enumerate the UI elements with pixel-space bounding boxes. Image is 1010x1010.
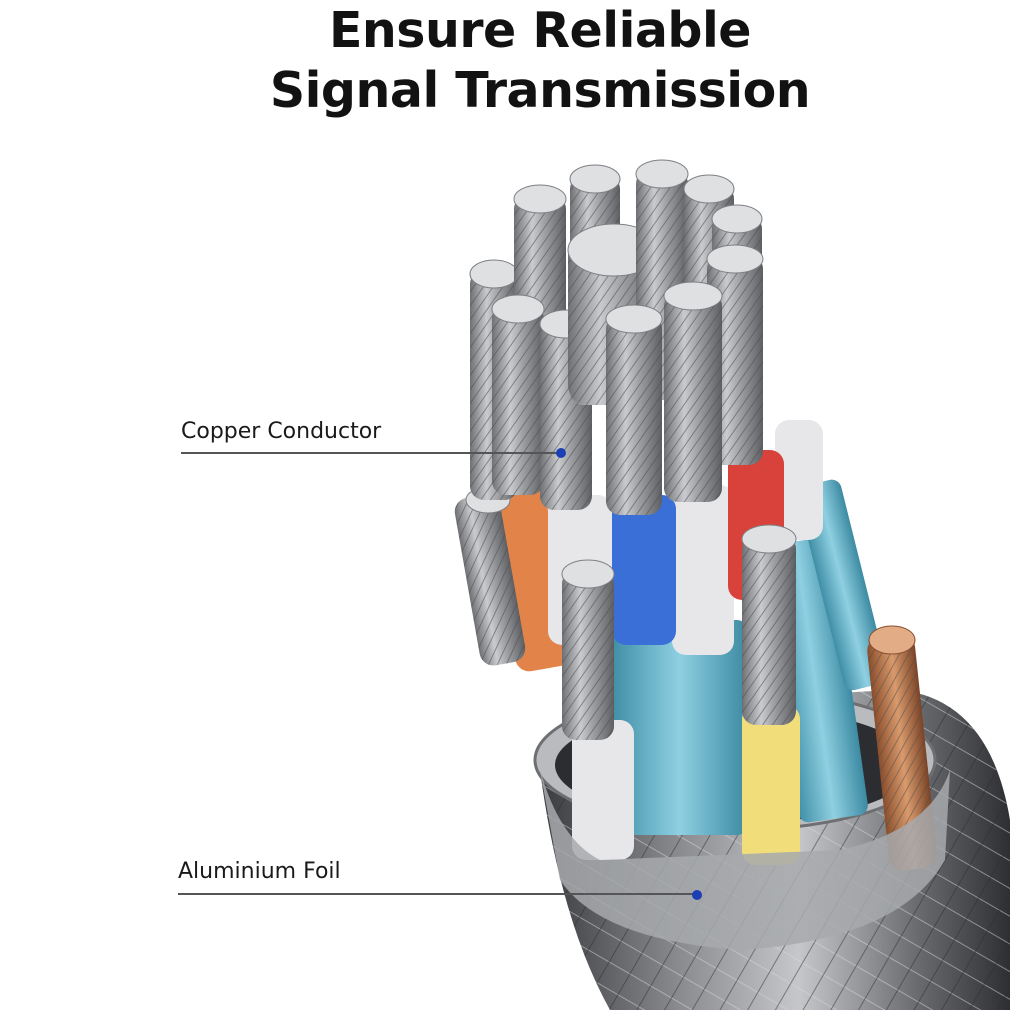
callout-line-copper-conductor [181,452,559,454]
aluminium-foil-front [540,770,950,950]
callout-dot-aluminium-foil [692,890,702,900]
teal-shield [612,620,747,835]
callout-label-copper-conductor: Copper Conductor [181,419,382,444]
headline-line-1: Ensure Reliable [328,2,752,59]
stranded-conductors [454,159,797,740]
headline-line-2: Signal Transmission [269,62,811,119]
callout-label-aluminium-foil: Aluminium Foil [178,859,341,884]
copper-drain-wire [867,625,937,871]
callout-dot-copper-conductor [556,448,566,458]
blue-insulated-wire [612,495,676,645]
callout-line-aluminium-foil [178,893,696,895]
yellow-insulated-wire [742,705,800,865]
